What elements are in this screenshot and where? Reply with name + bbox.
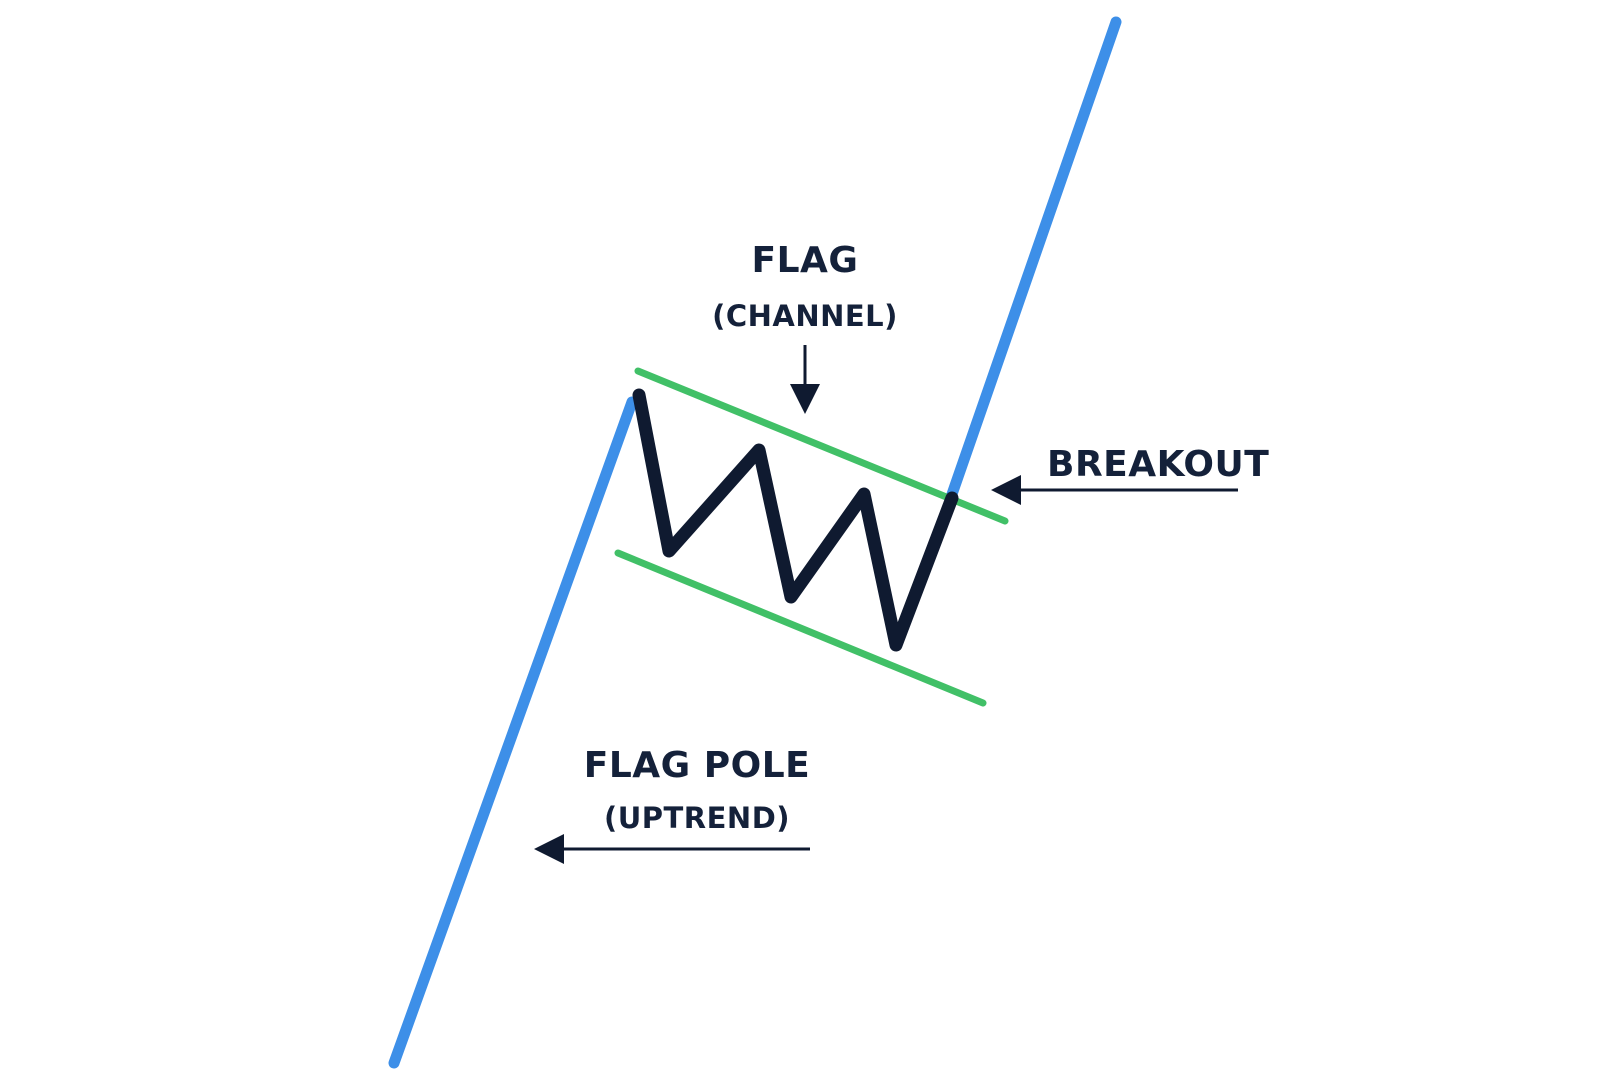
channel-upper-line [634, 367, 1009, 525]
price-zigzag-line [632, 388, 959, 652]
flag-sublabel: (CHANNEL) [712, 299, 898, 333]
flag-pole-line [388, 396, 638, 1069]
flag-label: FLAG [752, 240, 859, 281]
flag-pole-sublabel: (UPTREND) [604, 801, 790, 835]
flag-pole-label: FLAG POLE [584, 745, 811, 786]
breakout-label: BREAKOUT [1047, 444, 1269, 485]
channel-lower-line [614, 549, 987, 707]
breakout-trend-line [944, 16, 1122, 506]
